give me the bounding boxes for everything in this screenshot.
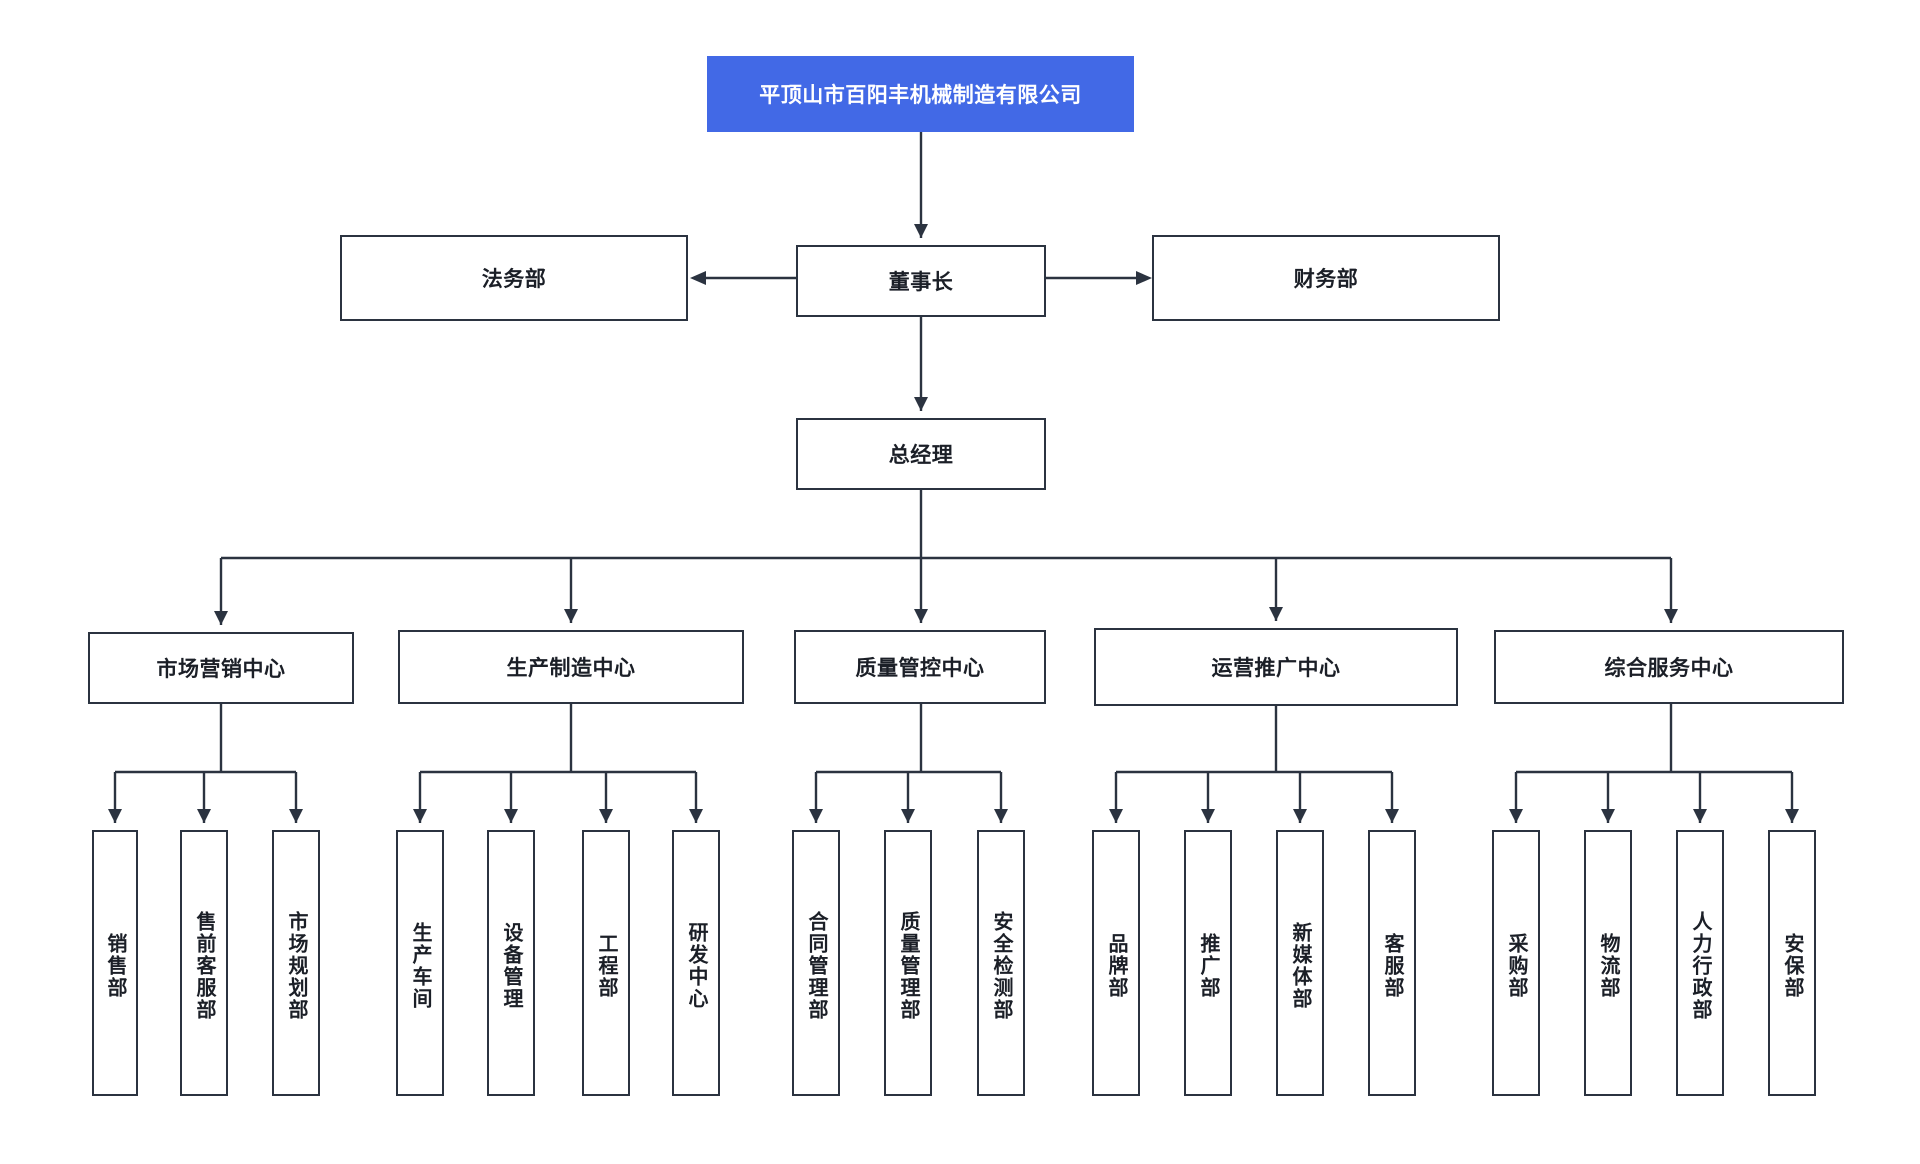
node-dept-brand[interactable]: 品牌部: [1092, 830, 1140, 1096]
node-dept-security[interactable]: 安保部: [1768, 830, 1816, 1096]
node-label: 人力行政部: [1689, 911, 1711, 1021]
node-label: 质量管控中心: [855, 657, 985, 680]
node-dept-procurement[interactable]: 采购部: [1492, 830, 1540, 1096]
node-label: 总经理: [888, 444, 954, 467]
node-label: 生产制造中心: [506, 657, 636, 680]
bracket-group-4: [1114, 706, 1394, 823]
node-label: 研发中心: [685, 922, 707, 1010]
node-dept-contract-management[interactable]: 合同管理部: [792, 830, 840, 1096]
node-label: 安保部: [1781, 933, 1803, 999]
node-label: 设备管理: [500, 922, 522, 1010]
node-dept-quality-management[interactable]: 质量管理部: [884, 830, 932, 1096]
node-dept-market-planning[interactable]: 市场规划部: [272, 830, 320, 1096]
node-label: 综合服务中心: [1604, 657, 1734, 680]
node-label: 质量管理部: [897, 911, 919, 1021]
node-label: 安全检测部: [990, 911, 1012, 1021]
node-dept-promotion[interactable]: 推广部: [1184, 830, 1232, 1096]
node-label: 董事长: [888, 271, 954, 294]
bracket-group-5: [1514, 704, 1794, 823]
node-label: 市场规划部: [285, 911, 307, 1021]
node-center-manufacturing[interactable]: 生产制造中心: [398, 630, 744, 704]
node-label: 生产车间: [409, 922, 431, 1010]
node-dept-equipment-management[interactable]: 设备管理: [487, 830, 535, 1096]
node-label: 品牌部: [1105, 933, 1127, 999]
node-label: 运营推广中心: [1211, 657, 1341, 680]
node-general-manager[interactable]: 总经理: [796, 418, 1046, 490]
node-dept-rd-center[interactable]: 研发中心: [672, 830, 720, 1096]
node-label: 客服部: [1381, 933, 1403, 999]
node-label: 财务部: [1293, 268, 1359, 291]
node-dept-new-media[interactable]: 新媒体部: [1276, 830, 1324, 1096]
node-label: 推广部: [1197, 933, 1219, 999]
node-dept-production-workshop[interactable]: 生产车间: [396, 830, 444, 1096]
node-dept-logistics[interactable]: 物流部: [1584, 830, 1632, 1096]
node-label: 售前客服部: [193, 911, 215, 1021]
node-center-quality[interactable]: 质量管控中心: [794, 630, 1046, 704]
node-center-marketing[interactable]: 市场营销中心: [88, 632, 354, 704]
bracket-group-3: [814, 704, 1003, 823]
node-center-operations[interactable]: 运营推广中心: [1094, 628, 1458, 706]
node-label: 合同管理部: [805, 911, 827, 1021]
bracket-group-1: [113, 704, 298, 823]
node-label: 法务部: [481, 268, 547, 291]
node-dept-sales[interactable]: 销售部: [92, 830, 138, 1096]
node-dept-customer-service[interactable]: 客服部: [1368, 830, 1416, 1096]
node-label: 市场营销中心: [156, 658, 286, 681]
bracket-group-2: [418, 704, 698, 823]
node-label: 平顶山市百阳丰机械制造有限公司: [759, 84, 1082, 107]
node-dept-presales-service[interactable]: 售前客服部: [180, 830, 228, 1096]
node-label: 销售部: [104, 933, 126, 999]
node-dept-hr-administration[interactable]: 人力行政部: [1676, 830, 1724, 1096]
node-label: 物流部: [1597, 933, 1619, 999]
node-label: 新媒体部: [1289, 922, 1311, 1010]
node-dept-engineering[interactable]: 工程部: [582, 830, 630, 1096]
node-label: 采购部: [1505, 933, 1527, 999]
node-dept-safety-inspection[interactable]: 安全检测部: [977, 830, 1025, 1096]
node-center-general-services[interactable]: 综合服务中心: [1494, 630, 1844, 704]
node-legal-department[interactable]: 法务部: [340, 235, 688, 321]
node-company-root[interactable]: 平顶山市百阳丰机械制造有限公司: [707, 56, 1134, 132]
node-label: 工程部: [595, 933, 617, 999]
node-chairman[interactable]: 董事长: [796, 245, 1046, 317]
node-finance-department[interactable]: 财务部: [1152, 235, 1500, 321]
